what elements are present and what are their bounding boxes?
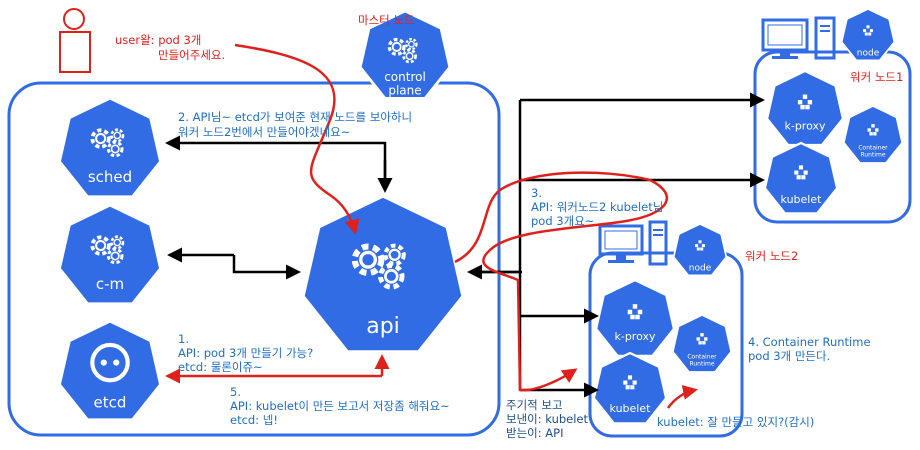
kubelet-component-1: kubelet — [763, 141, 839, 215]
step1-line3: etcd: 물론이쥬~ — [178, 360, 263, 374]
step3-line2: API: 워커노드2 kubelet님 — [531, 200, 664, 214]
cube-icon — [696, 333, 708, 345]
worker-node1-title: 워커 노드1 — [850, 70, 904, 84]
gears-icon — [90, 235, 125, 265]
control-plane-label-1: control — [384, 70, 426, 84]
step3-line3: pod 3개요~ — [531, 214, 595, 228]
kubelet-label-2: kubelet — [610, 402, 652, 415]
request-arrows — [165, 43, 698, 409]
step4-line2: pod 3개 만든다. — [748, 349, 831, 363]
computer-icon — [761, 16, 836, 60]
report-line2: 보낸이: kubelet — [506, 412, 589, 426]
kubelet-label-1: kubelet — [781, 193, 823, 206]
step1-line1: 1. — [178, 332, 189, 346]
sched-label: sched — [88, 168, 132, 186]
kproxy-component-2: k-proxy — [594, 278, 676, 358]
computer-icon — [598, 220, 668, 266]
watch-text: kubelet: 잘 만들고 있지?(감시) — [657, 415, 815, 429]
cm-label: c-m — [96, 275, 124, 293]
sched-component: sched — [57, 96, 163, 199]
gears-icon — [90, 128, 125, 158]
container-runtime-label-2b: Runtime — [689, 360, 714, 367]
step4-line1: 4. Container Runtime — [748, 335, 871, 349]
gears-icon — [387, 37, 418, 64]
step5-line1: 5. — [230, 385, 241, 399]
container-runtime-label-1a: Container — [858, 145, 888, 152]
kproxy-label-1: k-proxy — [784, 120, 826, 133]
etcd-component: etcd — [57, 319, 163, 422]
report-line3: 받는이: API — [506, 426, 564, 440]
node-component-2: node — [672, 223, 728, 277]
container-runtime-label-1b: Runtime — [860, 151, 885, 158]
node-component-1: node — [840, 8, 896, 62]
step2-line2: 워커 노드2번에서 만들어야겠네요~ — [178, 125, 351, 139]
step3-line1: 3. — [531, 186, 542, 200]
cube-icon — [695, 240, 705, 251]
report-line1: 주기적 보고 — [506, 398, 563, 412]
cube-icon — [627, 304, 643, 320]
cube-icon — [867, 124, 879, 136]
step2-line1: 2. API님~ etcd가 보여준 현재 노드를 보아하니 — [178, 110, 413, 124]
step5-line2: API: kubelet이 만든 보고서 저장좀 해줘요~ — [230, 399, 450, 413]
master-node-title: 마스터 노드 — [358, 13, 415, 27]
api-label: api — [366, 314, 400, 339]
kproxy-label-2: k-proxy — [614, 330, 656, 343]
cube-icon — [794, 165, 808, 180]
cube-icon — [797, 94, 813, 110]
user-request-line1: user왈: pod 3개 — [115, 33, 202, 47]
kubelet-component-2: kubelet — [592, 351, 668, 425]
step5-line3: etcd: 넵! — [230, 413, 278, 427]
kproxy-component-1: k-proxy — [765, 69, 845, 147]
cube-icon — [623, 375, 637, 390]
master-node-box — [7, 81, 501, 437]
connector-arrows — [165, 92, 765, 398]
etcd-label: etcd — [94, 393, 127, 411]
container-runtime-label-2a: Container — [687, 354, 717, 361]
user-icon — [59, 8, 91, 73]
api-component: api — [299, 192, 467, 356]
gears-icon — [351, 243, 406, 290]
control-plane-label-2: plane — [388, 84, 421, 98]
cm-component: c-m — [57, 203, 163, 306]
node-label-1: node — [857, 48, 880, 58]
etcd-icon — [90, 342, 130, 383]
node-label-2: node — [689, 263, 712, 273]
cube-icon — [863, 25, 873, 36]
step1-line2: API: pod 3개 만들기 가능? — [178, 346, 314, 360]
worker-node2-title: 워커 노드2 — [745, 249, 799, 263]
user-request-line2: 만들어주세요. — [158, 48, 226, 62]
